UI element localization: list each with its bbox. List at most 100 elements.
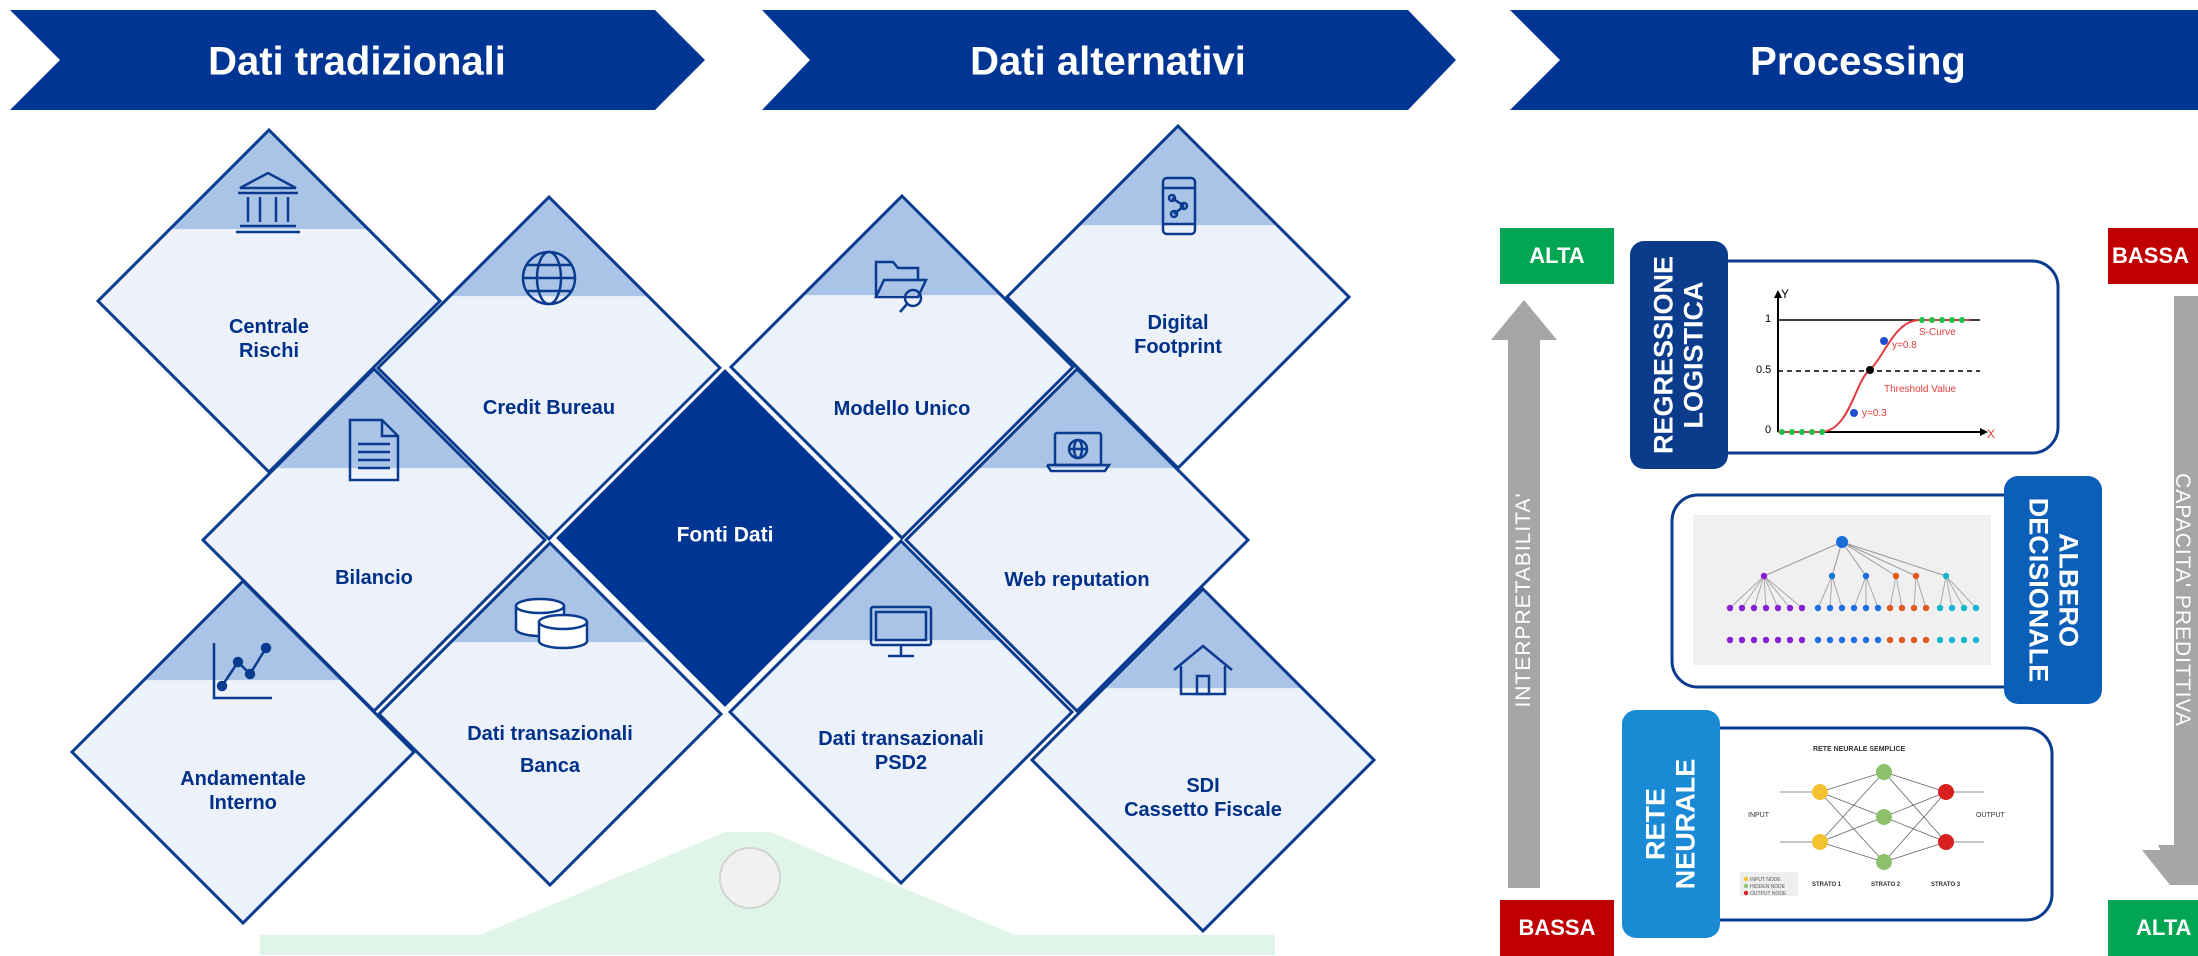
- diamond-sdi-cassetto-fiscale[interactable]: [1029, 586, 1377, 934]
- interpretabilita-arrow: [1491, 300, 1557, 888]
- logistic-x-label: X: [1987, 427, 1996, 441]
- nn-legend-input: INPUT NODE: [1750, 877, 1781, 883]
- neural-network-graphic: [1740, 764, 1984, 896]
- tree-edge: [1831, 575, 1843, 609]
- tree-node: [1948, 636, 1956, 644]
- tree-node: [1750, 636, 1758, 644]
- tree-node: [1798, 636, 1806, 644]
- nn-edge: [1819, 791, 1885, 863]
- tree-node: [1922, 604, 1930, 612]
- tree-edge: [1939, 575, 1947, 609]
- tree-node: [1786, 636, 1794, 644]
- rete-tab[interactable]: [1622, 710, 1720, 938]
- nn-layer-3: STRATO 3: [1931, 882, 1961, 888]
- tree-node: [1838, 636, 1846, 644]
- logistic-tick-1: 1: [1765, 313, 1772, 325]
- diamond-top-band: [1103, 589, 1303, 689]
- tree-node: [1892, 572, 1900, 580]
- center-label: Fonti Dati: [676, 523, 774, 547]
- tree-node: [1850, 604, 1858, 612]
- tree-node: [1972, 604, 1980, 612]
- nn-node: [1876, 809, 1892, 825]
- tree-edge: [1817, 575, 1833, 609]
- tree-edge: [1763, 575, 1791, 609]
- diamond-dati-transazionali-banca[interactable]: [376, 540, 724, 888]
- tree-node: [1862, 572, 1870, 580]
- bank-icon: [236, 171, 300, 234]
- diamond-top-band: [1078, 126, 1278, 226]
- center-diamond[interactable]: [551, 364, 899, 712]
- banner-dati-tradizionali-shape: [10, 10, 705, 110]
- tree-node: [1898, 604, 1906, 612]
- tree-edge: [1945, 575, 1977, 609]
- logistic-tick-0: 0: [1765, 424, 1772, 436]
- nn-edge: [1883, 771, 1947, 793]
- nn-edge: [1819, 791, 1885, 818]
- logistic-annot-threshold: Threshold Value: [1884, 384, 1957, 395]
- diamond-label-bilancio: Bilancio: [335, 567, 413, 589]
- diamond-dati-transazionali-psd2[interactable]: [727, 538, 1075, 886]
- diamonds-layer: [69, 123, 1377, 934]
- tree-node: [1814, 604, 1822, 612]
- diamond-top-band: [143, 581, 343, 681]
- banner-title-processing: Processing: [1750, 39, 1966, 84]
- tree-edge: [1741, 575, 1765, 609]
- albero-tab[interactable]: [2004, 476, 2102, 704]
- house-icon: [1173, 644, 1233, 696]
- diamond-modello-unico[interactable]: [728, 193, 1076, 541]
- tree-edge: [1889, 575, 1897, 609]
- diamond-top-band: [449, 197, 649, 297]
- diamond-border: [1029, 586, 1377, 934]
- tree-edge: [1841, 541, 1917, 577]
- tree-node: [1762, 636, 1770, 644]
- tree-node: [1760, 572, 1768, 580]
- tree-node: [1960, 604, 1968, 612]
- diamond-credit-bureau[interactable]: [375, 194, 723, 542]
- left-axis-bottom-badge: BASSA: [1500, 900, 1614, 956]
- tree-node: [1936, 604, 1944, 612]
- diamond-label-sdi-cassetto-fiscale: SDI Cassetto Fiscale: [1124, 775, 1282, 821]
- nn-title: RETE NEURALE SEMPLICE: [1813, 746, 1906, 753]
- nn-edge: [1819, 816, 1885, 843]
- logistic-annot-scurve: S-Curve: [1919, 327, 1956, 338]
- diamond-label-andamentale-interno: Andamentale Interno: [180, 768, 306, 814]
- tree-edge: [1841, 541, 1897, 577]
- tree-node: [1798, 604, 1806, 612]
- tree-node: [1850, 636, 1858, 644]
- logistic-annot-y03: y=0.3: [1862, 408, 1887, 419]
- diamond-label-dati-transazionali-psd2: Dati transazionali PSD2: [818, 728, 984, 774]
- tree-node: [1826, 636, 1834, 644]
- diamond-web-reputation[interactable]: [903, 366, 1251, 714]
- right-axis-bottom-badge: ALTA: [2108, 900, 2198, 956]
- tree-node: [1826, 604, 1834, 612]
- laptop-globe-icon: [1045, 431, 1112, 473]
- tree-node: [1750, 604, 1758, 612]
- tree-node: [1886, 604, 1894, 612]
- tree-node: [1828, 572, 1836, 580]
- tree-edge: [1829, 575, 1833, 609]
- tree-node: [1874, 604, 1882, 612]
- globe-icon: [521, 250, 577, 306]
- diamond-label-modello-unico: Modello Unico: [833, 398, 971, 420]
- tree-node: [1942, 572, 1950, 580]
- nn-legend-swatch: [1743, 890, 1749, 896]
- nn-edge: [1883, 841, 1947, 863]
- banner-title-dati-tradizionali: Dati tradizionali: [208, 39, 506, 84]
- tree-edge: [1865, 575, 1879, 609]
- nn-edge: [1883, 771, 1947, 843]
- diamond-top-band: [169, 130, 369, 230]
- diamond-andamentale-interno[interactable]: [69, 578, 417, 926]
- nn-layer-2: STRATO 2: [1871, 882, 1901, 888]
- tree-node: [1898, 636, 1906, 644]
- tree-node: [1786, 604, 1794, 612]
- regressione-tab[interactable]: [1630, 241, 1728, 469]
- tree-edge: [1915, 575, 1927, 609]
- diamond-top-band: [450, 543, 650, 643]
- tree-edge: [1945, 575, 1965, 609]
- tree-node: [1886, 636, 1894, 644]
- tree-node: [1774, 604, 1782, 612]
- tree-node: [1874, 636, 1882, 644]
- tree-node: [1862, 604, 1870, 612]
- tree-node: [1814, 636, 1822, 644]
- diamond-border: [375, 194, 723, 542]
